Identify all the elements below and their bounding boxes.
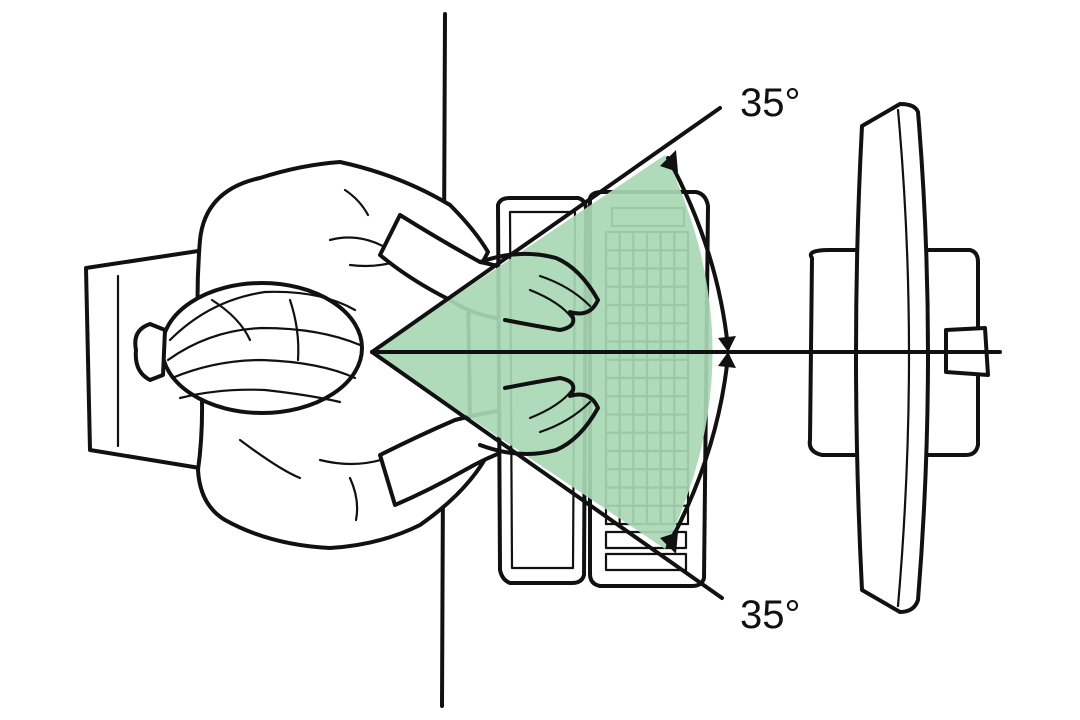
monitor bbox=[807, 102, 990, 614]
upper-angle-label: 35° bbox=[740, 81, 801, 125]
upper-arc-arrow-top bbox=[660, 150, 678, 172]
angle-arcs bbox=[660, 150, 736, 554]
lower-arc-arrow-top bbox=[718, 352, 736, 368]
lower-angle-label: 35° bbox=[740, 593, 801, 637]
upper-angle-arc bbox=[666, 156, 730, 350]
upper-arc-arrow-bottom bbox=[718, 336, 736, 352]
person-hands bbox=[478, 251, 600, 456]
upper-sight-line bbox=[370, 106, 722, 354]
person-head bbox=[133, 281, 364, 415]
lower-angle-arc bbox=[666, 354, 730, 548]
sight-lines bbox=[370, 106, 1002, 600]
lower-sight-line bbox=[370, 350, 724, 600]
lower-arc-arrow-bottom bbox=[660, 532, 678, 554]
